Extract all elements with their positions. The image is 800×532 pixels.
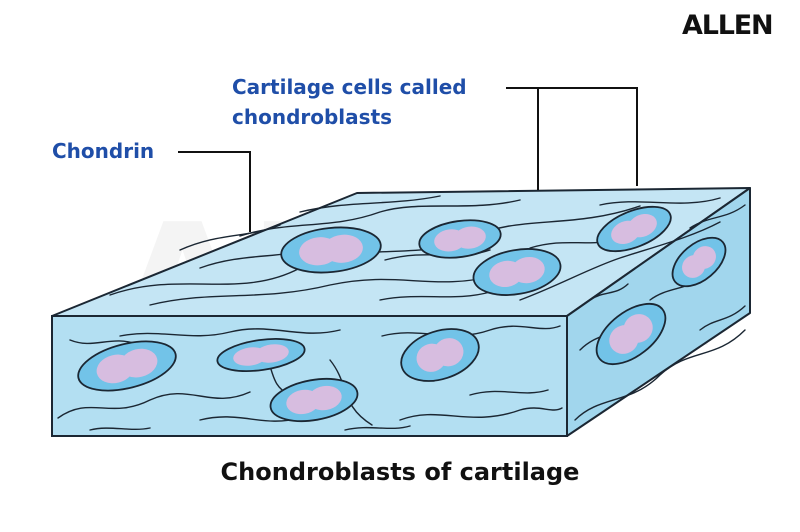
diagram-caption: Chondroblasts of cartilage — [220, 458, 580, 486]
chondroblast — [510, 256, 545, 284]
chondroblast — [623, 314, 653, 343]
chondroblast-cell — [280, 226, 382, 274]
label-cartilage-cells: Cartilage cells called chondroblasts — [232, 72, 467, 132]
chondroblast — [307, 385, 342, 411]
leader-lines — [178, 87, 638, 232]
label-cartilage-cells-line2: chondroblasts — [232, 105, 393, 129]
chondroblast-cell — [418, 219, 502, 259]
chondroblast — [119, 348, 158, 378]
chondroblast-cell — [595, 302, 667, 366]
chondroblast-cell — [77, 340, 177, 392]
chondroblast-cell — [472, 248, 562, 296]
chondroblast-cell — [216, 338, 306, 372]
chondroblast — [627, 213, 657, 238]
chondroblast-cell — [269, 377, 359, 423]
chondroblast — [453, 226, 486, 249]
chondroblast-cell — [671, 236, 727, 288]
chondroblast — [322, 234, 363, 263]
chondroblast-cell — [596, 205, 672, 253]
chondroblast — [433, 338, 464, 367]
label-chondrin: Chondrin — [52, 139, 155, 163]
chondroblast-group — [77, 205, 727, 423]
cells-leader-line — [506, 87, 638, 186]
label-cartilage-cells-line1: Cartilage cells called — [232, 75, 467, 99]
matrix-fibres-top — [109, 195, 721, 306]
chondroblast-cell — [400, 328, 480, 382]
chondroblast — [255, 344, 289, 363]
allen-logo: ALLEN — [682, 10, 774, 41]
chondroblast — [692, 246, 716, 269]
chondrin-leader-line — [178, 151, 251, 232]
